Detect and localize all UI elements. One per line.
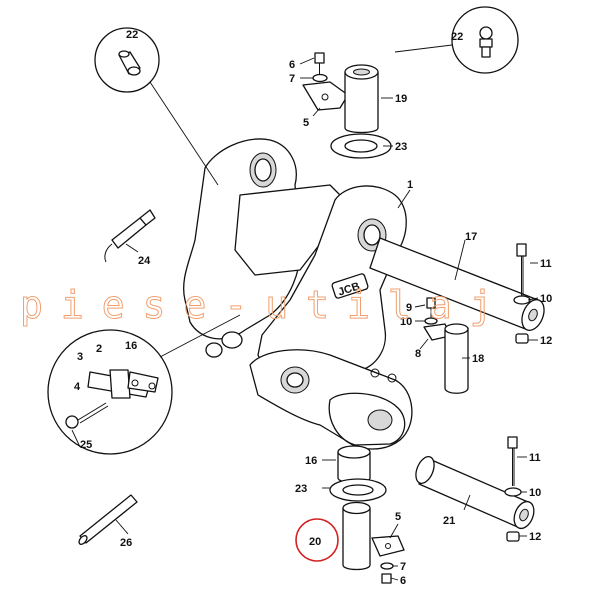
highlight-circle bbox=[295, 518, 339, 562]
pin-20-assembly bbox=[329, 445, 405, 584]
main-bracket: JCB bbox=[183, 138, 413, 450]
callout-7: 7 bbox=[289, 73, 295, 85]
callout-2: 2 bbox=[96, 343, 102, 355]
callout-25: 25 bbox=[80, 439, 92, 451]
callout-3: 3 bbox=[77, 351, 83, 363]
callout-8: 8 bbox=[415, 348, 421, 360]
callout-19: 19 bbox=[395, 93, 407, 105]
detail-circle-grease-nipple-left bbox=[94, 27, 219, 186]
callout-12: 12 bbox=[540, 335, 552, 347]
detail-circle-grease-nipple-right bbox=[394, 6, 519, 74]
sealant-tube-24 bbox=[104, 209, 156, 263]
callout-5: 5 bbox=[395, 511, 401, 523]
detail-circle-lock-assembly bbox=[47, 314, 241, 455]
leader-lines bbox=[71, 57, 539, 581]
callout-10: 10 bbox=[529, 487, 541, 499]
callout-6: 6 bbox=[400, 575, 406, 587]
callout-23: 23 bbox=[395, 141, 407, 153]
callout-4: 4 bbox=[74, 381, 81, 393]
callout-21: 21 bbox=[443, 515, 455, 527]
callout-11: 11 bbox=[540, 258, 552, 270]
bolt-set-upper bbox=[513, 243, 531, 344]
callout-16: 16 bbox=[125, 340, 137, 352]
pin-19-assembly bbox=[302, 52, 392, 159]
callout-18: 18 bbox=[472, 353, 484, 365]
watermark-text: piese-utilaj bbox=[20, 283, 511, 327]
callout-24: 24 bbox=[138, 255, 151, 267]
callout-23: 23 bbox=[295, 483, 307, 495]
callout-7: 7 bbox=[400, 561, 406, 573]
callout-22: 22 bbox=[126, 29, 138, 41]
callout-12: 12 bbox=[529, 531, 541, 543]
callout-6: 6 bbox=[289, 59, 295, 71]
pin-17 bbox=[369, 237, 545, 331]
callout-26: 26 bbox=[120, 537, 132, 549]
callout-10: 10 bbox=[540, 293, 552, 305]
pin-21-assembly bbox=[415, 436, 535, 542]
callout-10: 10 bbox=[400, 316, 412, 328]
callout-16: 16 bbox=[305, 455, 317, 467]
callout-9: 9 bbox=[406, 302, 412, 314]
callout-1: 1 bbox=[407, 179, 413, 191]
callout-labels: 22 22 6 7 19 5 23 1 17 24 11 10 9 10 12 … bbox=[74, 29, 552, 587]
callout-20: 20 bbox=[309, 536, 321, 548]
callout-5: 5 bbox=[303, 117, 309, 129]
callout-11: 11 bbox=[529, 452, 541, 464]
pin-18-assembly bbox=[423, 297, 469, 394]
callout-17: 17 bbox=[465, 231, 477, 243]
callout-22: 22 bbox=[451, 31, 463, 43]
rod-26 bbox=[78, 494, 138, 545]
